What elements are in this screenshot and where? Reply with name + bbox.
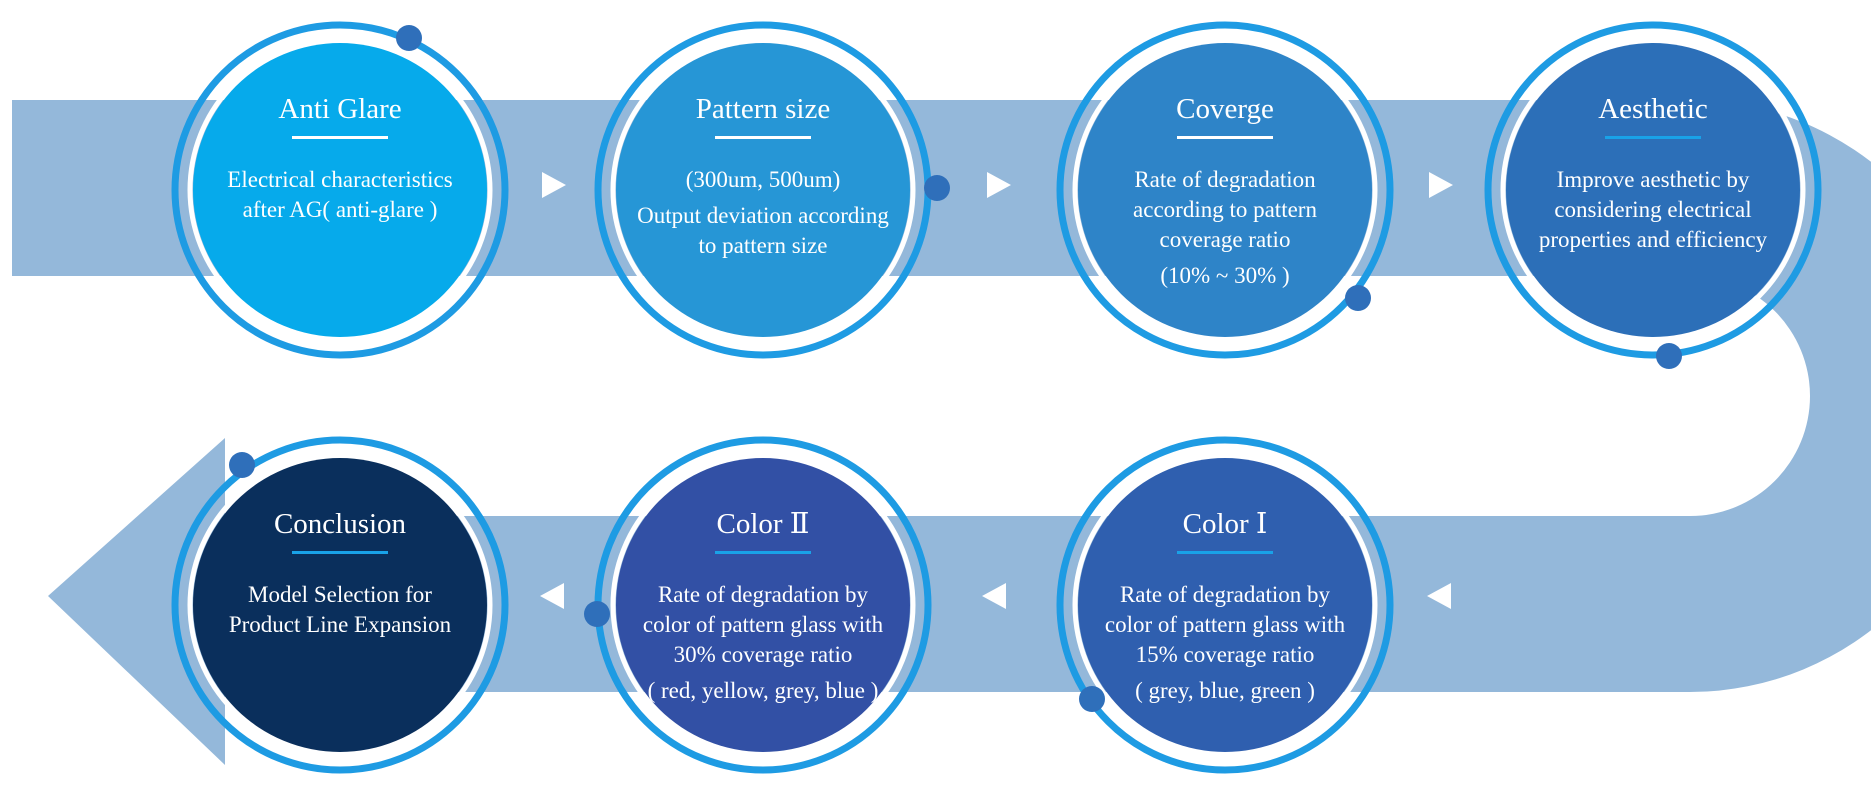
step-title: Color Ⅱ — [716, 508, 810, 540]
orbit-dot — [1345, 285, 1371, 311]
orbit-dot — [1079, 686, 1105, 712]
step-detail: (10% ~ 30% ) — [1160, 262, 1290, 288]
orbit-dot — [396, 25, 422, 51]
step-color-2: Color Ⅱ Rate of degradation by color of … — [584, 435, 933, 775]
orbit-dot — [924, 175, 950, 201]
title-divider — [1177, 550, 1273, 554]
step-description: (300um, 500um) — [685, 166, 841, 192]
step-ring — [171, 436, 509, 774]
left-arrow-icon — [1427, 583, 1451, 609]
step-aesthetic: Aesthetic Improve aesthetic by consideri… — [1483, 20, 1823, 369]
step-ring — [171, 21, 509, 359]
step-description: Rate of degradation by color of pattern … — [1104, 581, 1346, 667]
step-description: Model Selection for Product Line Expansi… — [228, 581, 452, 637]
step-ring — [1056, 21, 1394, 359]
title-divider — [1177, 135, 1273, 139]
title-divider — [715, 135, 811, 139]
title-divider — [1605, 135, 1701, 139]
title-divider — [292, 135, 388, 139]
step-pattern-size: Pattern size (300um, 500um) Output devia… — [593, 20, 950, 360]
orbit-dot — [1656, 343, 1682, 369]
step-title: Conclusion — [273, 508, 407, 540]
step-coverage: Coverge Rate of degradation according to… — [1055, 20, 1395, 360]
right-arrow-icon — [987, 172, 1011, 198]
right-arrow-icon — [542, 172, 566, 198]
orbit-dot — [229, 452, 255, 478]
title-divider — [292, 550, 388, 554]
step-color-1: Color Ⅰ Rate of degradation by color of … — [1055, 435, 1395, 775]
step-title: Color Ⅰ — [1182, 508, 1268, 540]
right-arrow-icon — [1429, 172, 1453, 198]
orbit-dot — [584, 601, 610, 627]
step-anti-glare: Anti Glare Electrical characteristics af… — [170, 20, 510, 360]
left-arrow-icon — [540, 583, 564, 609]
step-title: Aesthetic — [1598, 93, 1708, 125]
left-arrow-icon — [982, 583, 1006, 609]
step-title: Pattern size — [695, 93, 831, 125]
step-ring — [1056, 436, 1394, 774]
step-ring — [594, 21, 950, 359]
step-title: Anti Glare — [278, 93, 402, 125]
step-title: Coverge — [1176, 93, 1274, 125]
step-description: Rate of degradation according to pattern… — [1133, 166, 1317, 252]
step-description: Improve aesthetic by considering electri… — [1538, 166, 1768, 252]
step-detail: Output deviation according to pattern si… — [637, 202, 889, 258]
title-divider — [715, 550, 811, 554]
step-ring — [1484, 21, 1822, 369]
step-description: Electrical characteristics after AG( ant… — [227, 166, 453, 222]
step-conclusion: Conclusion Model Selection for Product L… — [170, 435, 510, 775]
step-detail: ( red, yellow, grey, blue ) — [647, 677, 879, 703]
step-detail: ( grey, blue, green ) — [1135, 677, 1315, 703]
step-description: Rate of degradation by color of pattern … — [642, 581, 884, 667]
step-ring — [584, 436, 932, 774]
